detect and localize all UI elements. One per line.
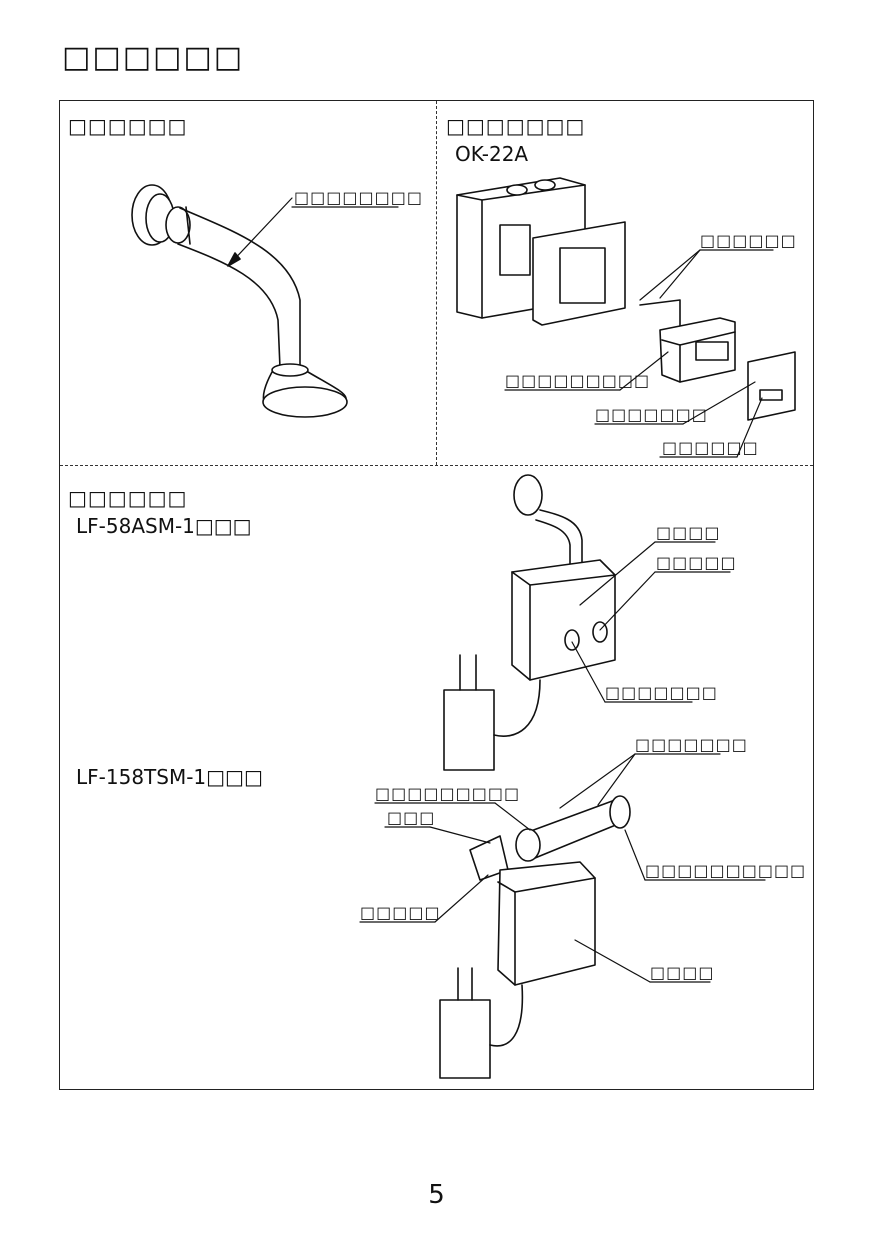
valve2-label-f: □□□□ xyxy=(650,963,715,982)
valve-model-2: LF-158TSM-1□□□ xyxy=(76,765,263,789)
page-number: 5 xyxy=(428,1180,445,1210)
page-title: □□□□□□ xyxy=(62,40,245,75)
valve2-label-b: □□□□□□□□□ xyxy=(375,784,521,803)
valve2-label-a: □□□□□□□ xyxy=(635,735,748,754)
sensor-label-c: □□□□□□□ xyxy=(595,405,708,424)
content-frame xyxy=(59,100,814,1090)
valve-model-1: LF-58ASM-1□□□ xyxy=(76,514,252,538)
sensor-illustration xyxy=(456,177,796,458)
valve2-label-e: □□□□□ xyxy=(360,903,441,922)
valve1-label-a: □□□□ xyxy=(656,523,721,542)
valve2-label-c: □□□ xyxy=(387,808,436,827)
sensor-label-b: □□□□□□□□□ xyxy=(505,371,651,390)
divider-horizontal xyxy=(60,465,813,466)
spout-heading: □□□□□□ xyxy=(68,114,188,138)
divider-vertical xyxy=(436,101,437,465)
sensor-label-d: □□□□□□ xyxy=(662,438,759,457)
sensor-model: OK-22A xyxy=(455,142,529,166)
valve1-illustration xyxy=(443,474,731,771)
sensor-label-a: □□□□□□ xyxy=(700,231,797,250)
valve-heading: □□□□□□ xyxy=(68,486,188,510)
valve1-label-c: □□□□□□□ xyxy=(605,683,718,702)
valve2-label-d: □□□□□□□□□□ xyxy=(645,861,807,880)
spout-label: □□□□□□□□ xyxy=(294,188,423,207)
sensor-heading: □□□□□□□ xyxy=(446,114,586,138)
spout-illustration xyxy=(131,184,399,418)
valve2-illustration xyxy=(359,753,766,1079)
valve1-label-b: □□□□□ xyxy=(656,553,737,572)
